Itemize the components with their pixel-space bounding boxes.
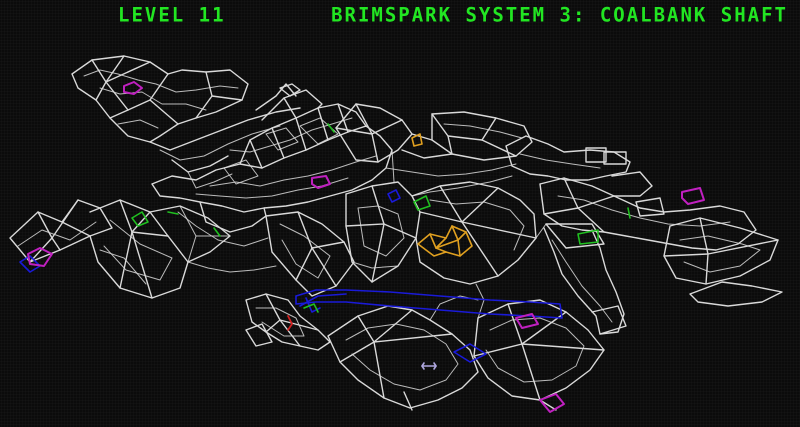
energy-center-markers[interactable]	[27, 81, 705, 413]
reactor-corridor[interactable]	[19, 189, 563, 363]
wireframe-northwest-cluster	[71, 55, 301, 189]
yellow-key-room[interactable]	[411, 133, 473, 257]
energy-center-se	[539, 393, 565, 413]
energy-center-nw	[123, 81, 143, 95]
level-label: LEVEL 11	[118, 3, 226, 27]
energy-center-west	[27, 247, 53, 267]
energy-center-central	[311, 175, 331, 189]
wireframe-north-rooms	[335, 103, 533, 177]
player-ship-marker[interactable]	[421, 362, 437, 370]
system-name-label: BRIMSPARK SYSTEM 3: COALBANK SHAFT	[331, 3, 788, 27]
red-door[interactable]	[287, 315, 293, 331]
wireframe-south-bowls	[245, 293, 605, 411]
wireframe-connectors	[187, 149, 547, 321]
energy-center-east	[681, 187, 705, 205]
energy-center-south	[515, 313, 539, 329]
wireframe-middle-chasm	[345, 181, 537, 285]
wireframe-central-mass	[151, 83, 393, 297]
hostage-markers[interactable]	[131, 123, 631, 313]
wireframe-east-structure	[505, 135, 783, 335]
